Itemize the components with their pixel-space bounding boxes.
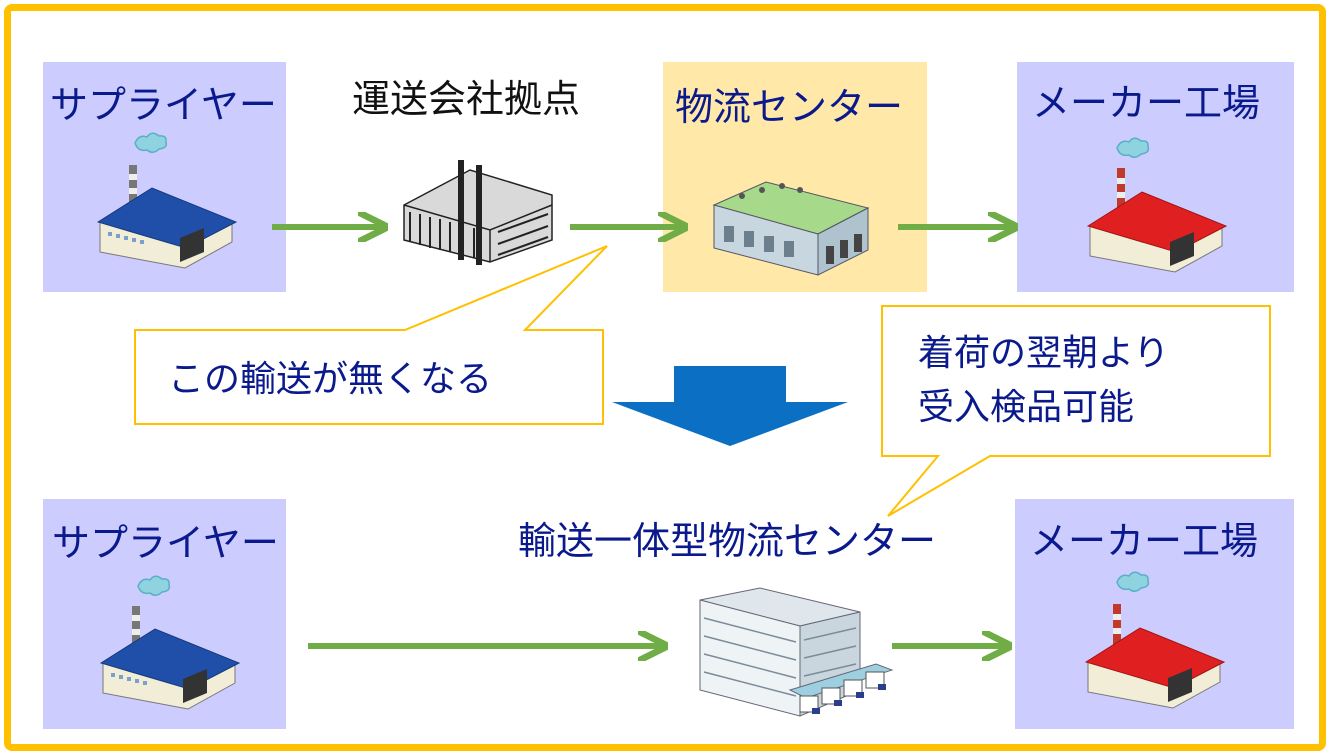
- integrated-center-label: 輸送一体型物流センター: [518, 519, 937, 563]
- top-supplier-label: サプライヤー: [50, 83, 277, 127]
- top-maker-factory-icon: [1086, 137, 1228, 273]
- eliminated-transport-text: この輸送が無くなる: [168, 359, 493, 400]
- inspection-text-line2: 受入検品可能: [918, 387, 1135, 428]
- down-arrow-icon: [612, 366, 848, 446]
- logistics-center-label: 物流センター: [675, 85, 904, 129]
- bottom-supplier-label: サプライヤー: [52, 521, 279, 565]
- carrier-hub-label: 運送会社拠点: [352, 77, 581, 121]
- logistics-warehouse-icon: [712, 181, 870, 276]
- top-maker-label: メーカー工場: [1032, 81, 1261, 125]
- carrier-office-building-icon: [403, 160, 553, 265]
- bottom-maker-factory-icon: [1084, 571, 1226, 709]
- inspection-text-line1: 着荷の翌朝より: [918, 333, 1170, 374]
- eliminated-transport-callout: [134, 245, 608, 425]
- integrated-warehouse-icon: [699, 587, 894, 717]
- inspection-callout: [881, 305, 1271, 517]
- bottom-supplier-factory-icon: [99, 575, 241, 710]
- bottom-maker-label: メーカー工場: [1030, 519, 1259, 563]
- top-supplier-factory-icon: [96, 132, 238, 269]
